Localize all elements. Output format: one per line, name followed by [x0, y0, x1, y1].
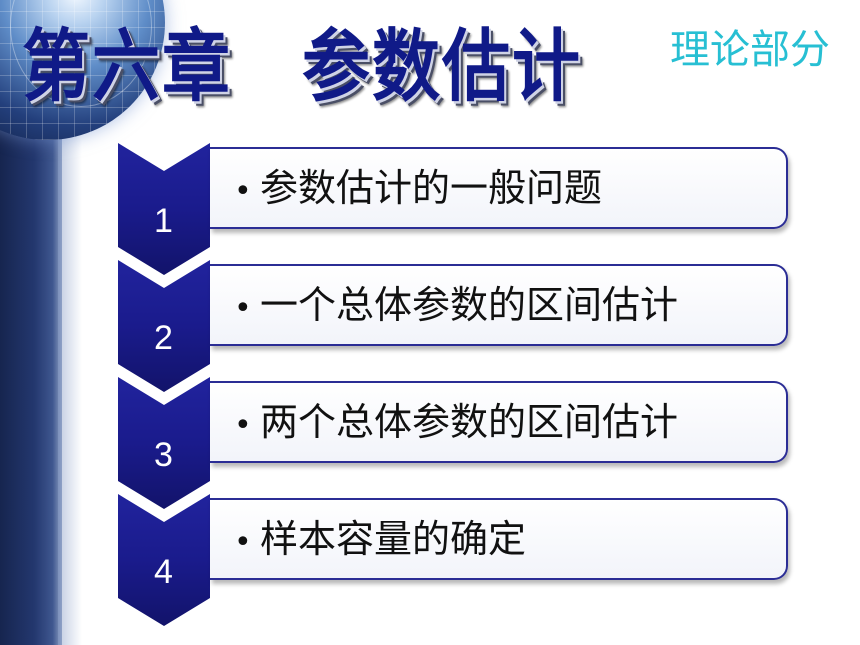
item-card: •参数估计的一般问题 — [210, 147, 788, 229]
item-label: 样本容量的确定 — [260, 517, 527, 561]
item-text-row: •参数估计的一般问题 — [234, 163, 602, 217]
outline-item: 1 •参数估计的一般问题 — [118, 143, 792, 275]
item-number: 2 — [154, 319, 173, 357]
item-number: 3 — [154, 436, 173, 474]
bullet-dot-icon: • — [234, 525, 252, 560]
item-label: 参数估计的一般问题 — [260, 166, 603, 210]
item-label: 两个总体参数的区间估计 — [260, 400, 679, 444]
item-label: 一个总体参数的区间估计 — [260, 283, 679, 327]
chapter-title: 第六章 参数估计 — [22, 22, 583, 114]
outline-item: 2 •一个总体参数的区间估计 — [118, 260, 792, 392]
item-text-row: •样本容量的确定 — [234, 514, 526, 568]
item-card: •样本容量的确定 — [210, 498, 788, 580]
item-card: •一个总体参数的区间估计 — [210, 264, 788, 346]
item-number: 4 — [154, 553, 173, 591]
item-text-row: •两个总体参数的区间估计 — [234, 397, 678, 451]
item-number: 1 — [154, 202, 173, 240]
bullet-dot-icon: • — [234, 291, 252, 326]
item-text-row: •一个总体参数的区间估计 — [234, 280, 678, 334]
outline-item: 4 •样本容量的确定 — [118, 494, 792, 626]
outline-item: 3 •两个总体参数的区间估计 — [118, 377, 792, 509]
bullet-dot-icon: • — [234, 408, 252, 443]
bullet-dot-icon: • — [234, 174, 252, 209]
section-label: 理论部分 — [670, 27, 830, 73]
item-card: •两个总体参数的区间估计 — [210, 381, 788, 463]
